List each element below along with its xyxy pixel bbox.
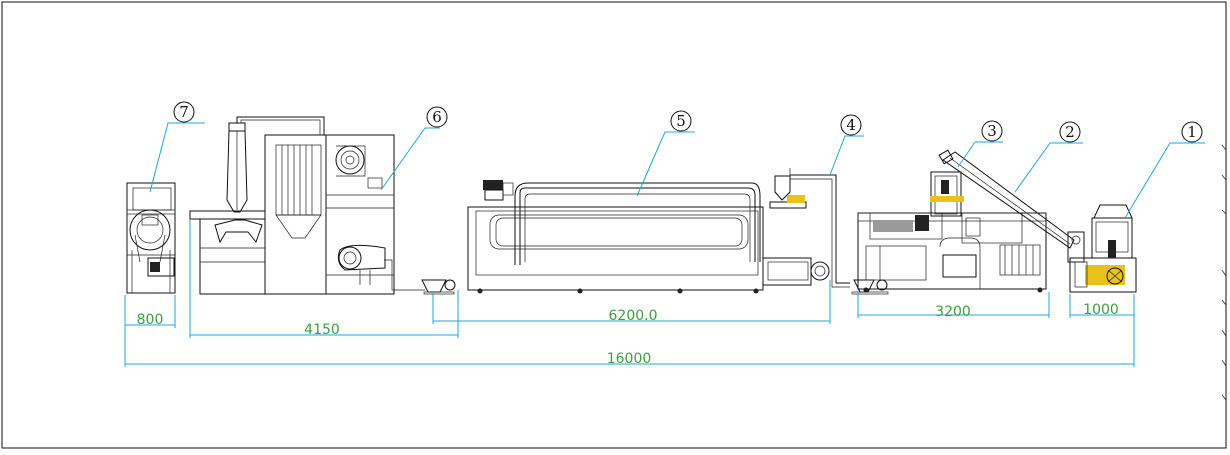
leader-6	[380, 127, 440, 191]
svg-text:4: 4	[846, 116, 856, 134]
dimension-800-label: 800	[137, 312, 164, 328]
dimension-3200-label: 3200	[935, 304, 971, 320]
dimension-1000-label: 1000	[1083, 302, 1119, 318]
dimension-800: 800	[124, 295, 176, 328]
leader-3	[957, 141, 1003, 168]
edge-marks	[1221, 144, 1227, 401]
leader-1	[1124, 142, 1205, 219]
dimension-6200: 6200.0	[432, 280, 831, 324]
callout-7: 7	[173, 101, 195, 123]
dimension-1000: 1000	[1069, 294, 1135, 318]
machine-5-multilayer-oven	[467, 168, 830, 294]
svg-text:6: 6	[432, 108, 442, 126]
svg-text:3: 3	[987, 122, 997, 140]
dimension-4150: 4150	[189, 220, 459, 338]
svg-text:5: 5	[676, 112, 686, 130]
leader-7	[149, 122, 205, 193]
machine-4-air-conveyor	[790, 174, 889, 295]
dimension-16000: 16000	[124, 318, 1135, 367]
callout-6: 6	[426, 106, 448, 128]
svg-text:2: 2	[1065, 123, 1075, 141]
dimension-6200-label: 6200.0	[609, 308, 658, 324]
callout-4: 4	[840, 114, 862, 136]
machine-1-mixer	[1069, 204, 1137, 293]
machine-6-dryer-cyclone-unit	[189, 116, 456, 295]
leader-4	[829, 135, 864, 176]
callout-5: 5	[670, 110, 692, 132]
dimension-4150-label: 4150	[304, 322, 340, 338]
svg-text:1: 1	[1187, 123, 1197, 141]
svg-text:7: 7	[179, 103, 189, 121]
callout-3: 3	[981, 120, 1003, 142]
leader-5	[636, 131, 695, 197]
dimension-3200: 3200	[857, 292, 1050, 320]
callout-2: 2	[1059, 121, 1081, 143]
machine-3-twin-screw-extruder	[857, 171, 1047, 293]
machine-7-flavoring-unit	[126, 182, 176, 294]
callout-1: 1	[1181, 121, 1203, 143]
leader-2	[1014, 142, 1083, 193]
dimension-16000-label: 16000	[607, 351, 652, 367]
